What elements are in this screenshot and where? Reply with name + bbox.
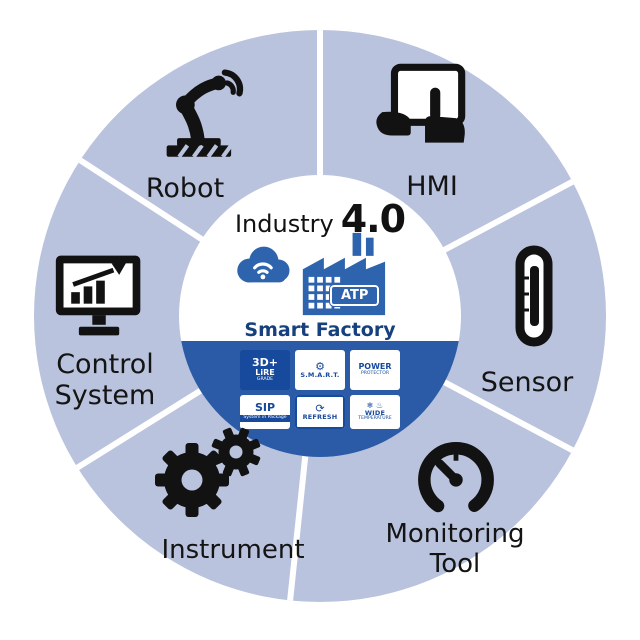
sector-label-text: Tool [429, 548, 481, 579]
thermometer-sensor-icon [515, 245, 553, 347]
sector-label-text: Monitoring [385, 519, 525, 549]
sector-label-sensor: Sensor [462, 367, 592, 399]
sector-divider [317, 30, 323, 316]
sector-label-hmi: HMI [372, 171, 492, 203]
tile-text: SIP [254, 400, 276, 414]
gauge-monitoring-icon [418, 442, 494, 518]
refresh-icon: ⟳ [315, 401, 325, 415]
sector-label-monitoring-tool: Monitoring Tool [370, 519, 540, 579]
sector-label-text: System [54, 379, 156, 411]
robot-arm-icon [166, 69, 244, 159]
technology-tile-grid: 3D+ LiRE GRADE ⚙ S.M.A.R.T. POWER PROTEC… [179, 350, 461, 429]
tile-text: System in Package [240, 415, 290, 423]
atp-badge: ATP [328, 284, 381, 307]
tile-text: REFRESH [302, 412, 338, 421]
tile-text: WIDE [364, 409, 386, 418]
sector-label-text: Instrument [161, 535, 305, 565]
sector-label-instrument: Instrument [148, 535, 318, 566]
tile-text: 3D+ [251, 356, 278, 370]
technology-band: 3D+ LiRE GRADE ⚙ S.M.A.R.T. POWER PROTEC… [179, 341, 461, 457]
gear-icon: ⚙ [315, 359, 325, 373]
monitor-chart-icon [55, 255, 141, 336]
tile-text: GRADE [256, 376, 274, 382]
sector-label-control-system: Control System [30, 349, 180, 412]
tile-3d-lire: 3D+ LiRE GRADE [240, 350, 290, 390]
center-hub: Industry 4.0 [179, 175, 461, 457]
tile-wide-temperature: ❄ ♨ WIDE TEMPERATURE [350, 395, 400, 429]
cloud-wifi-icon [237, 246, 290, 283]
tile-text: POWER [358, 362, 392, 372]
tile-smart: ⚙ S.M.A.R.T. [295, 350, 345, 390]
sector-label-text: Control [56, 349, 154, 380]
tile-text: LiRE [255, 368, 275, 378]
sector-label-text: Robot [145, 173, 225, 204]
temperature-icons: ❄ ♨ [366, 401, 384, 411]
smart-factory-label: Smart Factory [244, 319, 396, 341]
sector-label-text: HMI [406, 171, 458, 202]
industry-label: Industry [234, 210, 334, 238]
tile-text: PROTECTOR [360, 370, 390, 376]
industry-version: 4.0 [340, 197, 406, 241]
gears-instrument-icon [155, 427, 261, 517]
hmi-hands-tablet-icon [376, 63, 466, 143]
sector-label-robot: Robot [110, 173, 260, 205]
tile-text: TEMPERATURE [358, 416, 392, 422]
sector-label-text: Sensor [480, 367, 574, 398]
tile-refresh: ⟳ REFRESH [295, 395, 345, 429]
tile-power-protector: POWER PROTECTOR [350, 350, 400, 390]
tile-text: S.M.A.R.T. [300, 370, 340, 379]
tile-sip: SIP System in Package [240, 395, 290, 429]
industry-40-title: Industry 4.0 [179, 197, 461, 241]
